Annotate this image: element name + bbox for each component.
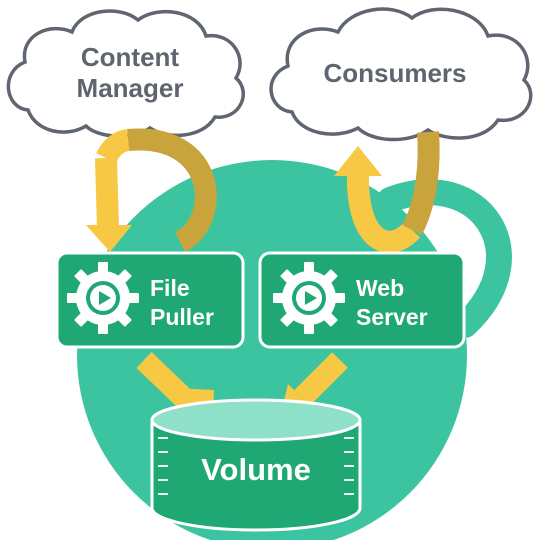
volume-cylinder [150,398,362,532]
content-manager-line2: Manager [76,72,184,103]
web-server-line2: Server [356,303,428,330]
cloud-consumers [269,7,533,142]
content-manager-line1: Content [80,42,180,72]
file-puller-label: File Puller [150,274,214,332]
gear-play-icon [67,262,139,334]
consumers-label: Consumers [323,58,467,88]
container-web-server [258,251,466,349]
gear-play-icon [273,262,345,334]
container-file-puller [55,251,245,349]
arrow-web-server-to-consumers [334,131,440,253]
volume-label: Volume [201,452,311,487]
web-server-label: Web Server [356,274,428,332]
content-manager-label: Content Manager [40,42,220,103]
file-puller-line2: Puller [150,303,214,330]
file-puller-line1: File [150,275,190,301]
web-server-line1: Web [356,275,405,301]
arrow-content-manager-to-file-puller [86,128,217,252]
